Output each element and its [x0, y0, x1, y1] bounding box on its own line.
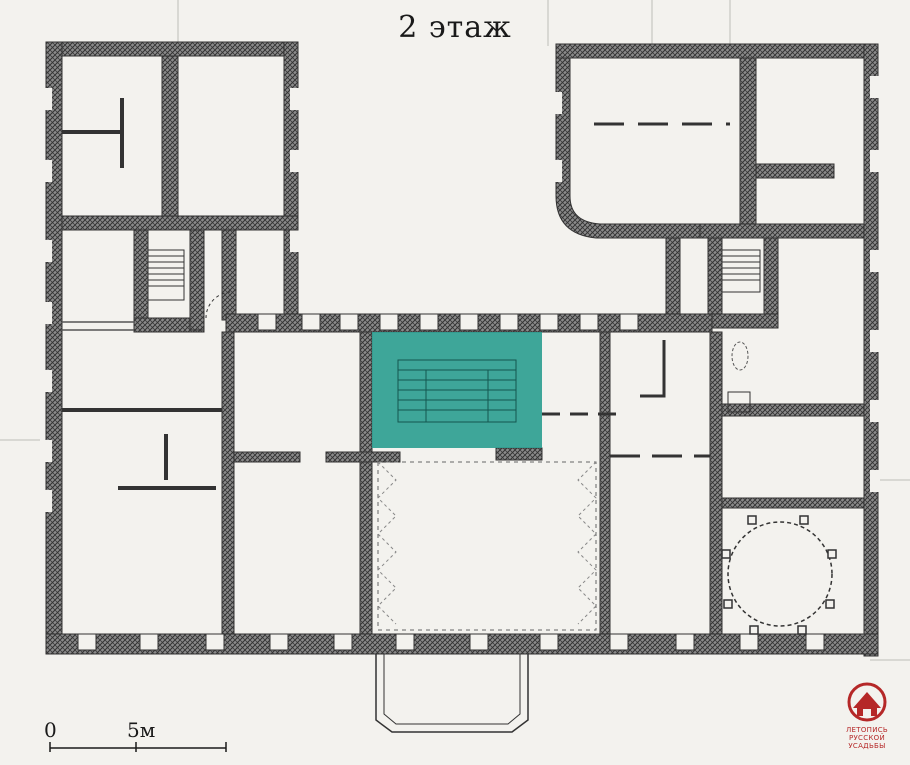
scale-zero-label: 0 [44, 718, 57, 742]
logo-line-2: РУССКОЙ [848, 734, 886, 742]
staircase-steps [397, 359, 517, 423]
logo-line-1: ЛЕТОПИСЬ [845, 726, 889, 734]
central-block [45, 313, 879, 733]
letopis-logo: ЛЕТОПИСЬ РУССКОЙ УСАДЬБЫ [835, 680, 899, 760]
logo-emblem-icon [847, 682, 887, 722]
floor-title: 2 этаж [398, 10, 512, 45]
logo-line-3: УСАДЬБЫ [848, 742, 886, 750]
scale-five-label: 5м [127, 718, 156, 742]
left-wing [44, 41, 300, 655]
scale-bar [49, 742, 227, 752]
right-wing [552, 43, 880, 657]
